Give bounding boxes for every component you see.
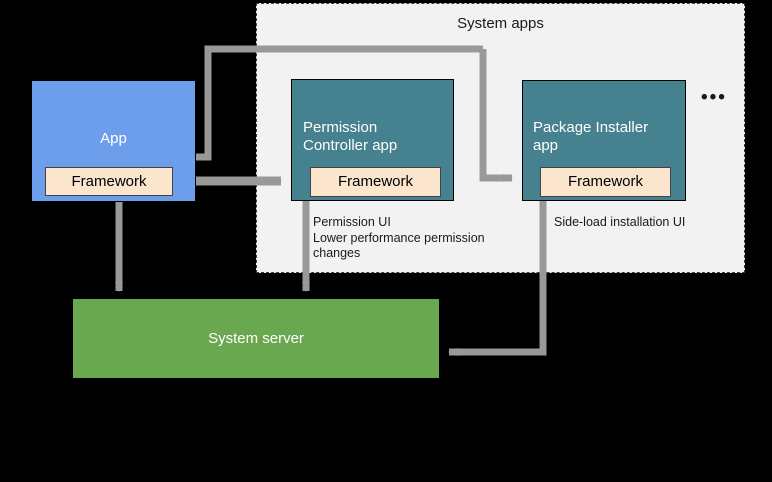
app-framework-box[interactable]: Framework <box>45 167 173 196</box>
permission-controller-caption-line2: Lower performance permission <box>313 230 485 245</box>
permission-controller-caption: Permission UI Lower performance permissi… <box>313 215 528 262</box>
node-package-installer-label-line1: Package Installer <box>533 119 649 136</box>
node-system-server-label: System server <box>208 330 304 347</box>
package-installer-caption: Side-load installation UI <box>554 215 686 229</box>
node-permission-controller-label-line1: Permission <box>303 119 378 136</box>
permission-controller-framework-box[interactable]: Framework <box>310 167 441 197</box>
more-apps-ellipsis-icon: ••• <box>701 87 727 108</box>
node-package-installer-label: Package Installer app <box>533 119 683 155</box>
node-app-label: App <box>100 130 127 147</box>
package-installer-framework-box[interactable]: Framework <box>540 167 671 197</box>
permission-controller-caption-line3: changes <box>313 246 361 260</box>
node-permission-controller-label-line2: Controller app <box>303 137 398 154</box>
permission-controller-caption-line1: Permission UI <box>313 215 391 229</box>
system-apps-title: System apps <box>457 15 544 32</box>
node-permission-controller-label: Permission Controller app <box>303 119 448 155</box>
node-system-server[interactable] <box>73 299 439 378</box>
node-package-installer-label-line2: app <box>533 137 559 154</box>
